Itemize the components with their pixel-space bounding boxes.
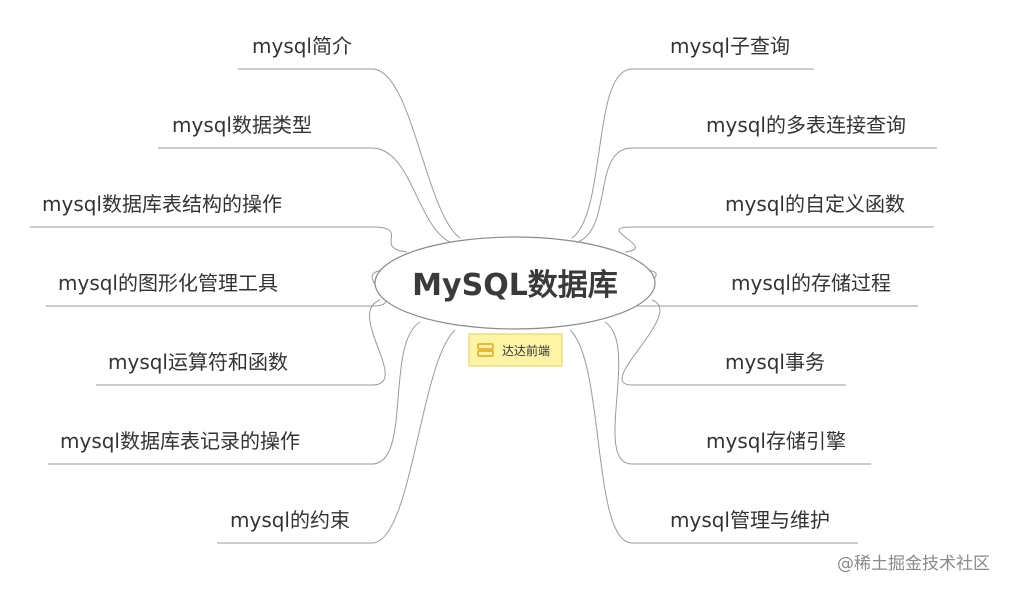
left-branch-label-3[interactable]: mysql数据库表结构的操作 [42, 192, 282, 216]
left-connector-6 [371, 321, 421, 465]
left-connector-3 [371, 226, 408, 253]
left-branch-label-7[interactable]: mysql的约束 [230, 508, 350, 532]
branches: mysql简介 mysql数据类型 mysql数据库表结构的操作 mysql的图形化管… [30, 34, 937, 544]
author-tag[interactable]: 达达前端 [468, 333, 563, 367]
right-branch-label-6[interactable]: mysql存储引擎 [706, 429, 846, 453]
left-branch-label-2[interactable]: mysql数据类型 [172, 113, 312, 137]
right-branch-label-7[interactable]: mysql管理与维护 [670, 508, 830, 532]
right-connector-1 [571, 68, 633, 239]
left-connector-5 [368, 299, 386, 386]
right-connector-2 [577, 147, 633, 243]
right-connector-5 [621, 299, 661, 386]
central-topic-ellipse [374, 236, 656, 330]
left-connector-2 [371, 147, 453, 244]
right-connector-6 [604, 321, 633, 465]
left-branch-label-1[interactable]: mysql简介 [252, 34, 352, 58]
right-branch-label-1[interactable]: mysql子查询 [670, 34, 790, 58]
right-connector-7 [569, 329, 633, 544]
left-branch-label-5[interactable]: mysql运算符和函数 [108, 350, 288, 374]
left-connector-1 [371, 68, 461, 239]
right-branch-label-3[interactable]: mysql的自定义函数 [725, 192, 905, 216]
left-connector-7 [371, 329, 456, 544]
author-tag-label: 达达前端 [502, 343, 550, 358]
right-branch-label-4[interactable]: mysql的存储过程 [731, 271, 891, 295]
connectors [368, 68, 661, 544]
right-branch-label-2[interactable]: mysql的多表连接查询 [706, 113, 906, 137]
watermark: @稀土掘金技术社区 [837, 554, 990, 574]
right-connector-3 [618, 226, 636, 253]
author-tag-box [468, 333, 563, 367]
list-icon [477, 343, 494, 357]
left-branch-label-4[interactable]: mysql的图形化管理工具 [58, 271, 278, 295]
central-topic-title: MySQL数据库 [412, 268, 618, 303]
right-branch-label-5[interactable]: mysql事务 [725, 350, 825, 374]
central-topic[interactable]: MySQL数据库 [374, 236, 656, 330]
left-branch-label-6[interactable]: mysql数据库表记录的操作 [60, 429, 300, 453]
